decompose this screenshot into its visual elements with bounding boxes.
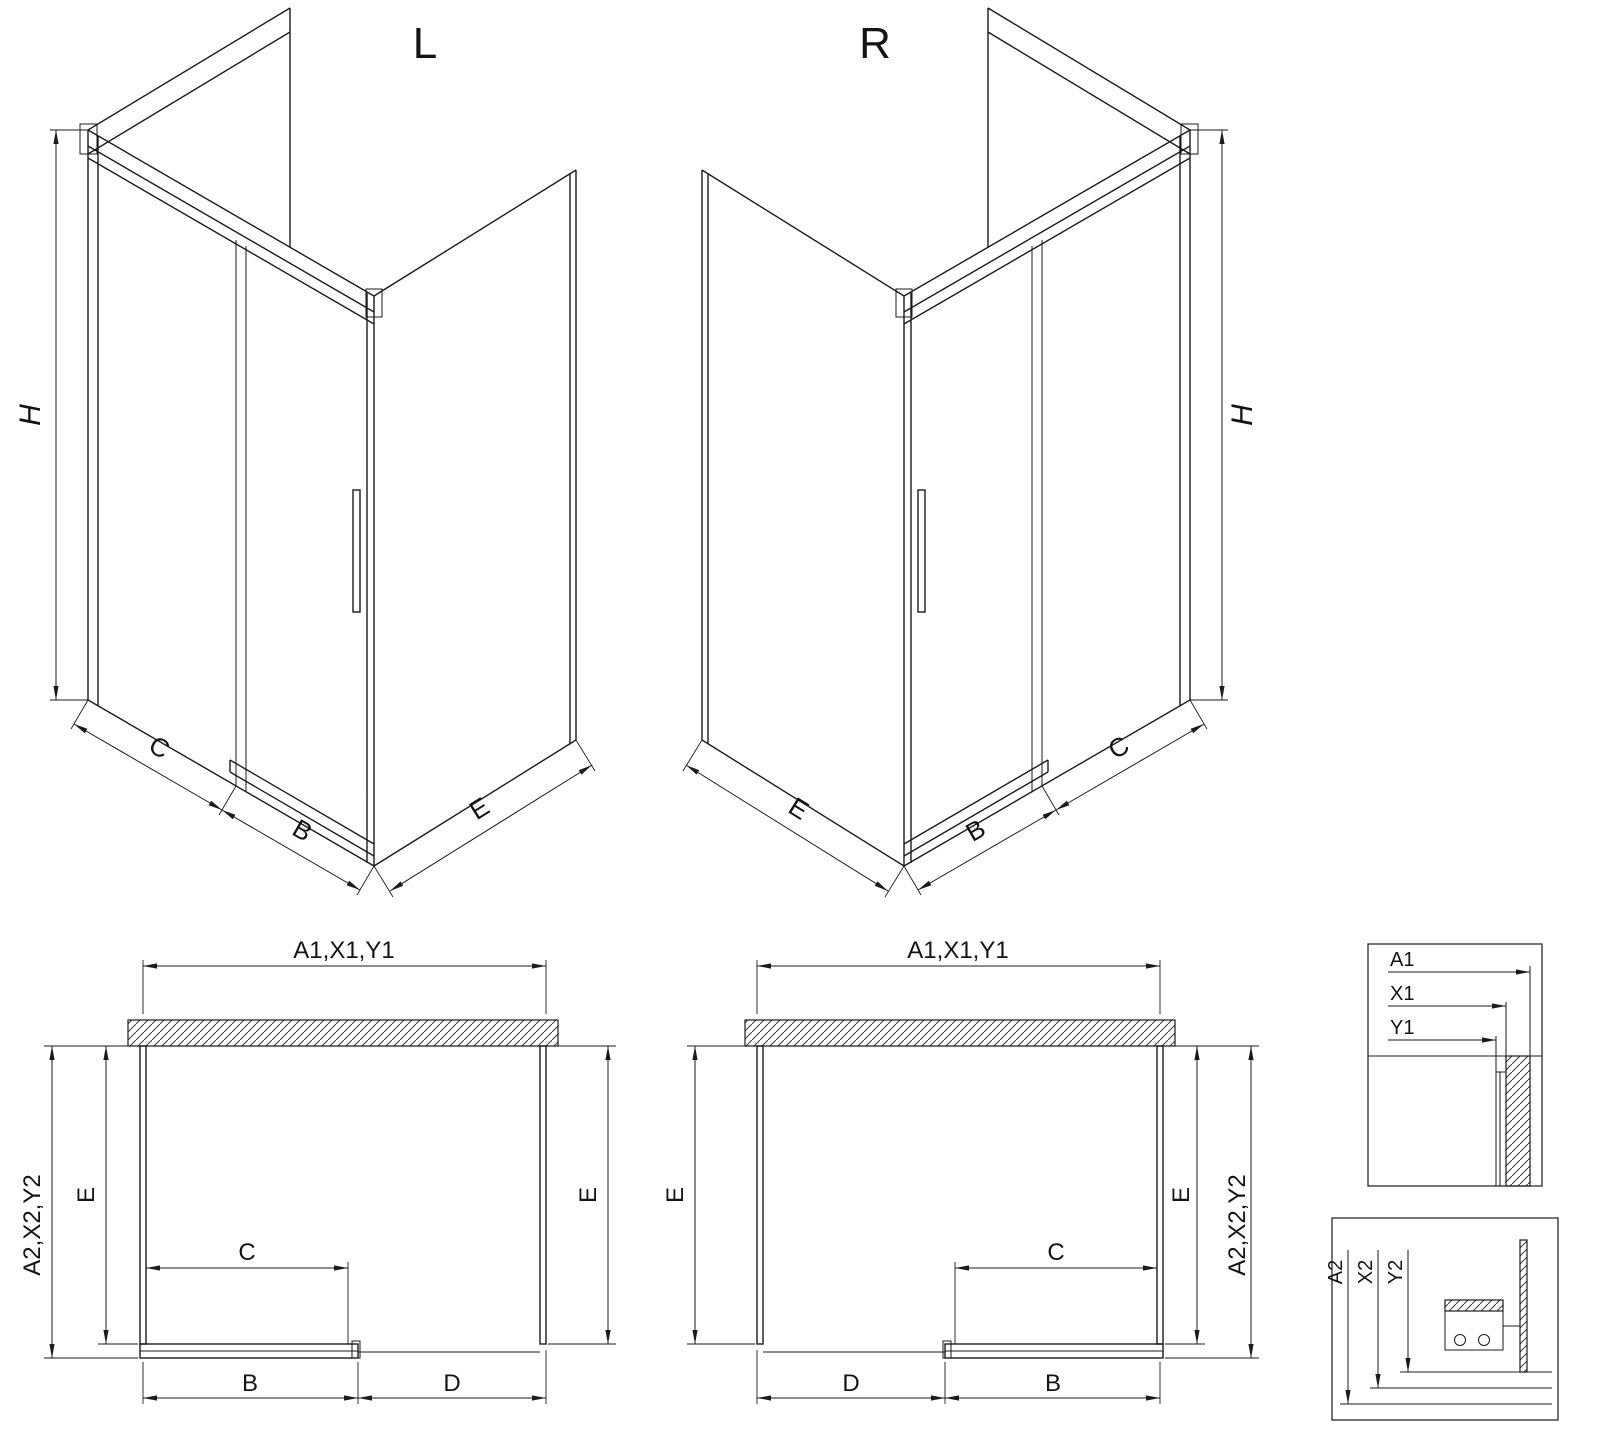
dim-label-depth-left: E — [662, 1187, 689, 1203]
detail-inset-width: A1 X1 Y1 — [1367, 943, 1543, 1187]
dim-label-door-panel: C — [238, 1239, 255, 1266]
glass-hatched — [1519, 1239, 1528, 1373]
side-glass-panel — [701, 169, 905, 867]
dim-label-depth-outer: A2,X2,Y2 — [1224, 1174, 1251, 1275]
detail-label-a2: A2 — [1325, 1260, 1347, 1284]
dim-label-width-top: A1,X1,Y1 — [293, 937, 394, 964]
back-glass-panel — [87, 7, 291, 247]
detail-frame — [1331, 1217, 1559, 1421]
detail-label-x1: X1 — [1390, 983, 1414, 1005]
dim-label-side-left: E — [464, 791, 495, 826]
dimension-line-side — [685, 764, 889, 892]
dim-label-side-right: E — [783, 791, 814, 826]
extension-lines — [44, 960, 616, 1404]
dim-label-opening: D — [443, 1370, 460, 1397]
dim-label-depth-outer: A2,X2,Y2 — [19, 1174, 46, 1275]
plan-view-right: A1,X1,Y1 A2,X2,Y2 E E C B D — [662, 937, 1259, 1404]
floor-reference-lines — [1340, 1371, 1552, 1405]
dimension-line-side — [389, 764, 593, 892]
track-profile-hatch — [1444, 1299, 1504, 1312]
iso-view-right: R H C B E — [682, 7, 1259, 898]
front-wall-glass — [87, 129, 375, 867]
detail-inset-depth: A2 X2 Y2 — [1325, 1217, 1559, 1421]
dimension-line-door — [221, 809, 361, 891]
back-glass-panel — [987, 7, 1191, 247]
wall-hatched-section — [1505, 1055, 1531, 1187]
detail-label-y1: Y1 — [1390, 1017, 1414, 1039]
dimension-line-fixed — [73, 723, 223, 811]
dim-label-track: B — [242, 1370, 258, 1397]
view-label-right: R — [859, 19, 891, 68]
door-end-profile — [351, 1340, 361, 1359]
dim-label-door-panel: C — [1047, 1239, 1064, 1266]
extension-lines — [687, 960, 1259, 1404]
dim-label-track: B — [1045, 1370, 1061, 1397]
door-handle — [917, 489, 926, 613]
dim-label-height-left: H — [14, 404, 47, 426]
sliding-door-edge — [235, 240, 247, 792]
door-end-profile — [942, 1340, 952, 1359]
wall-section-lines — [1368, 966, 1542, 1186]
roller-wheel — [1478, 1334, 1490, 1346]
dim-label-height-right: H — [1226, 404, 1259, 426]
door-handle — [352, 489, 361, 613]
dimension-line-door — [917, 809, 1057, 891]
detail-label-x2: X2 — [1355, 1260, 1377, 1284]
dim-label-depth-right: E — [575, 1187, 602, 1203]
dim-label-depth-right: E — [1168, 1187, 1195, 1203]
extension-lines — [682, 129, 1228, 898]
dim-label-depth-left: E — [73, 1187, 100, 1203]
iso-view-left: L H C B E — [14, 7, 596, 898]
left-glass-panel-plan — [756, 1045, 764, 1345]
detail-label-y2: Y2 — [1385, 1260, 1407, 1284]
view-label-left: L — [413, 19, 437, 68]
plan-view-left: A1,X1,Y1 A2,X2,Y2 E E C B D — [19, 937, 616, 1404]
left-glass-panel-plan — [139, 1045, 147, 1345]
front-wall-glass — [903, 129, 1191, 867]
right-glass-panel-plan — [1156, 1045, 1164, 1345]
extension-lines — [50, 129, 596, 898]
wall-section-hatched — [127, 1019, 559, 1047]
sliding-door-edge — [1031, 240, 1043, 792]
dimension-line-fixed — [1055, 723, 1205, 811]
roller-wheel — [1454, 1334, 1466, 1346]
detail-frame — [1367, 943, 1543, 1187]
side-glass-panel — [373, 169, 577, 867]
detail-label-a1: A1 — [1390, 949, 1414, 971]
right-glass-panel-plan — [539, 1045, 547, 1345]
wall-section-hatched — [744, 1019, 1176, 1047]
dim-label-width-top: A1,X1,Y1 — [907, 937, 1008, 964]
dim-label-opening: D — [842, 1370, 859, 1397]
